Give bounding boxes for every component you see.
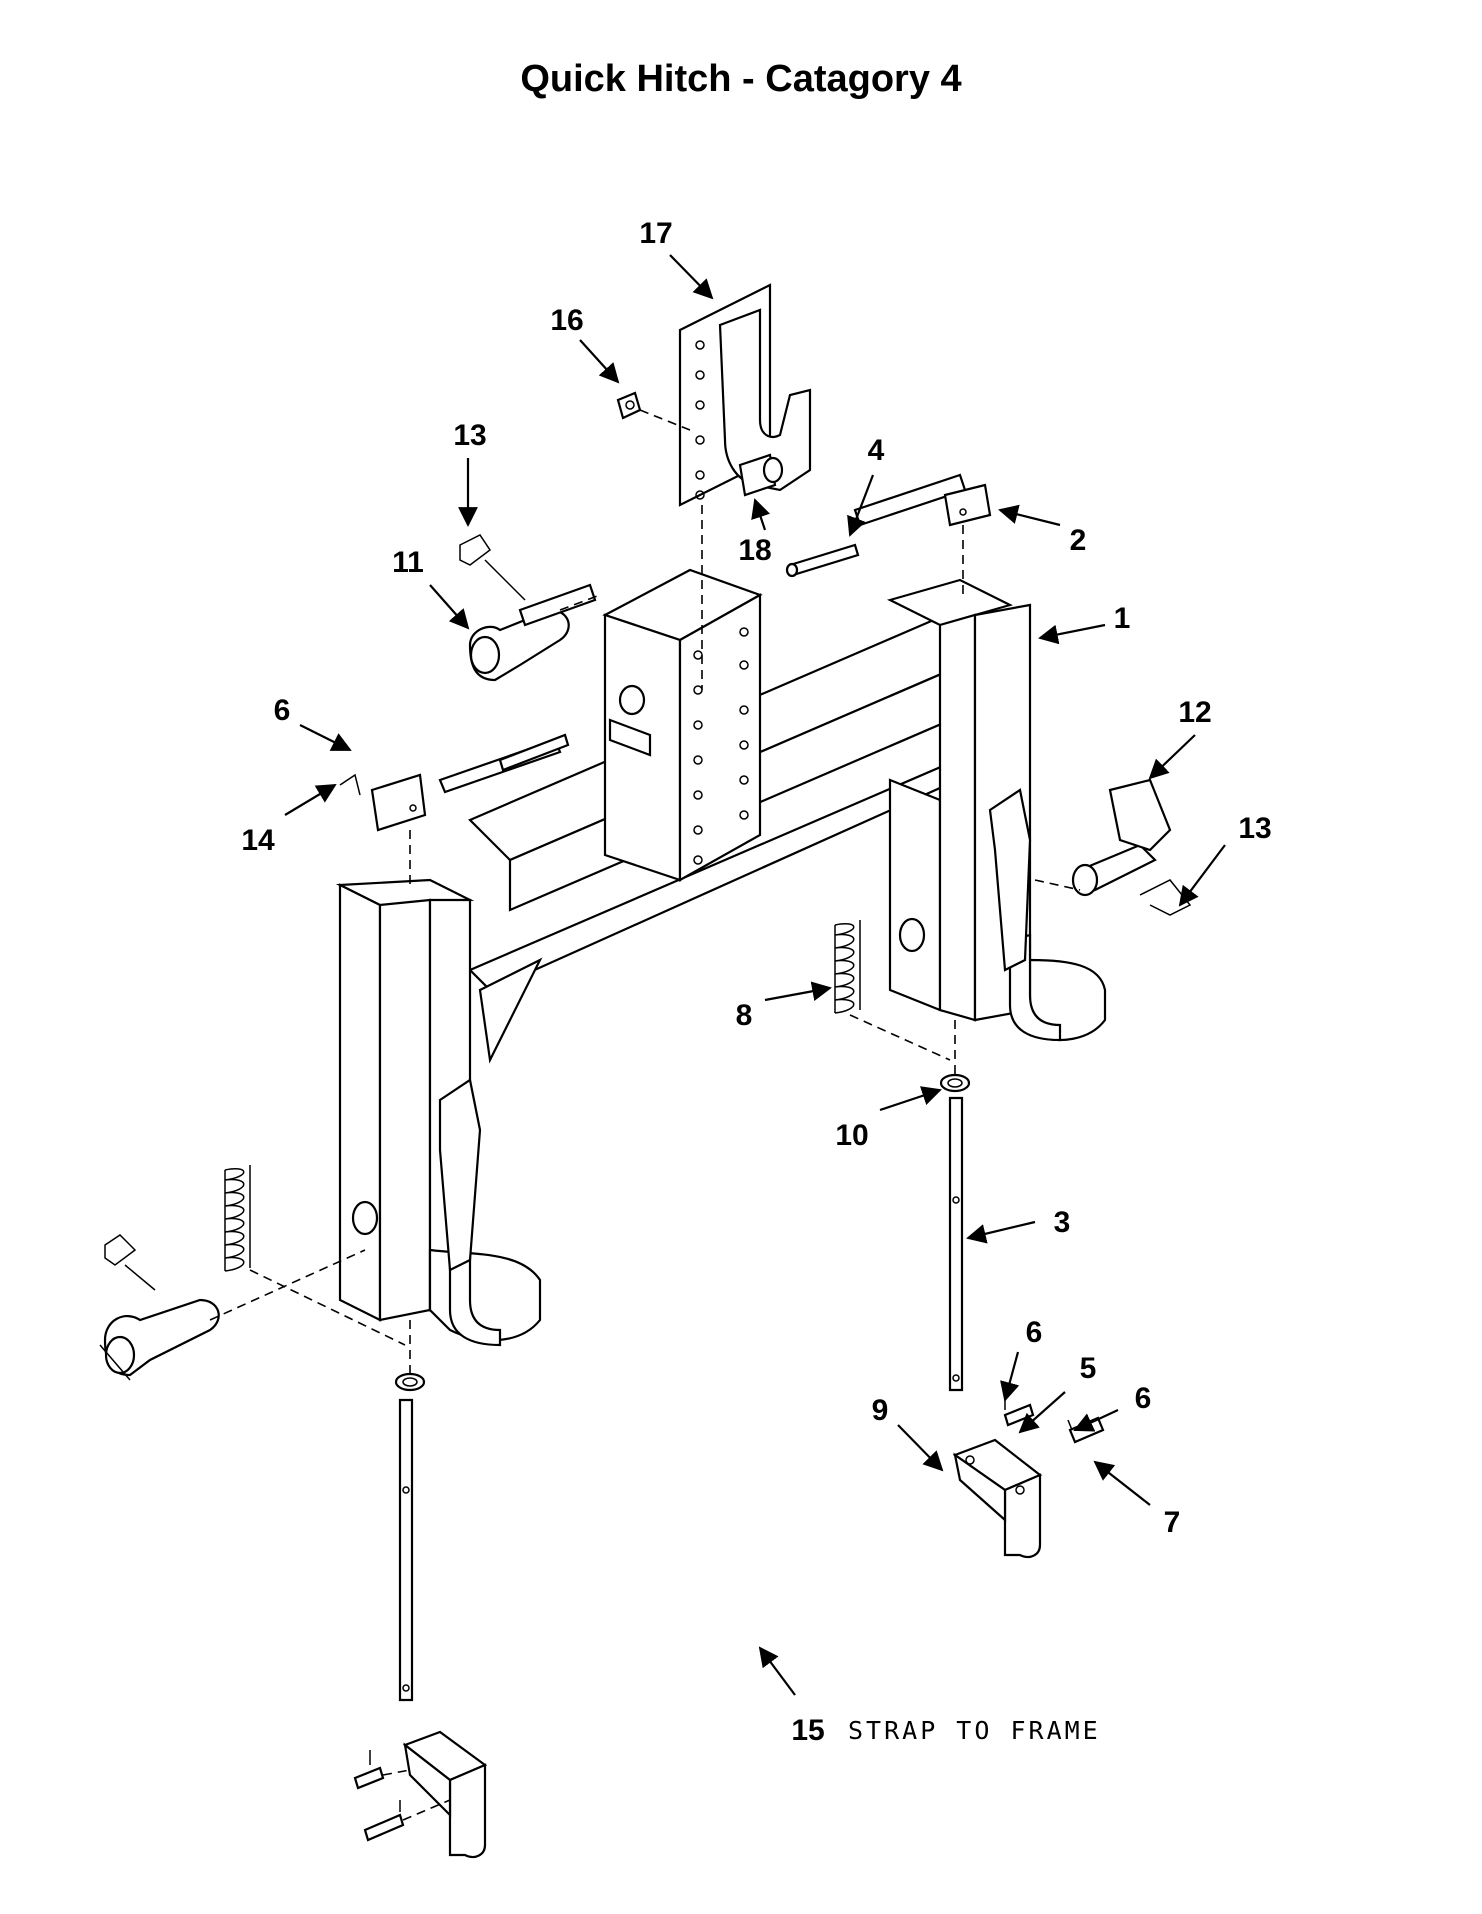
bolts-left (353, 1750, 405, 1842)
clip-14 (339, 773, 361, 796)
callout-3: 3 (1054, 1206, 1071, 1239)
callout-17: 17 (639, 217, 672, 250)
leader-arrows (284, 254, 1226, 1696)
callout-1: 1 (1114, 602, 1131, 635)
callout-10: 10 (835, 1119, 868, 1152)
bracket-9 (952, 1438, 1043, 1559)
diagram-title: Quick Hitch - Catagory 4 (520, 58, 962, 100)
callout-12: 12 (1178, 696, 1211, 729)
callout-14: 14 (241, 824, 275, 857)
callout-7: 7 (1164, 1506, 1181, 1539)
callout-5: 5 (1080, 1352, 1097, 1385)
bolt-5 (1003, 1403, 1035, 1427)
nut-16 (616, 391, 642, 420)
callout-13-right: 13 (1238, 812, 1271, 845)
callout-6-right: 6 (1135, 1382, 1152, 1415)
spring-8 (834, 920, 861, 1014)
washer-10 (939, 1073, 971, 1093)
callout-2: 2 (1070, 524, 1087, 557)
latch-2 (853, 473, 992, 527)
pin-7 (1068, 1416, 1105, 1444)
callout-13-upper: 13 (453, 419, 486, 452)
callout-8: 8 (736, 999, 753, 1032)
tower-holes (693, 627, 749, 865)
callout-18: 18 (738, 534, 771, 567)
clip-left (104, 1234, 156, 1291)
bracket-left (402, 1730, 488, 1859)
hook-plate-17 (678, 283, 812, 507)
callout-15: 15 (791, 1714, 824, 1747)
callout-11: 11 (392, 546, 424, 579)
pin-18 (738, 453, 784, 497)
callout-4: 4 (868, 434, 885, 467)
clip-13-right (1139, 879, 1192, 916)
callout-6-upper: 6 (274, 694, 291, 727)
rod-4 (785, 543, 860, 578)
latch-14 (370, 733, 570, 832)
rod-3 (948, 1096, 964, 1392)
callout-16: 16 (550, 304, 583, 337)
callout-labels: 17 16 13 11 4 18 2 1 12 13 6 14 8 10 3 6… (241, 217, 1271, 1747)
strap-note: STRAP TO FRAME (848, 1716, 1101, 1745)
callout-9: 9 (872, 1394, 889, 1427)
callout-6-middle: 6 (1026, 1316, 1043, 1349)
pin-12 (1071, 778, 1172, 897)
clip-13-upper (459, 534, 526, 601)
spring-left (224, 1165, 251, 1272)
pin-left (99, 1298, 220, 1381)
pin-11 (468, 583, 597, 682)
washer-left (394, 1372, 426, 1392)
rod-left (398, 1398, 414, 1702)
main-frame (335, 568, 1107, 1347)
